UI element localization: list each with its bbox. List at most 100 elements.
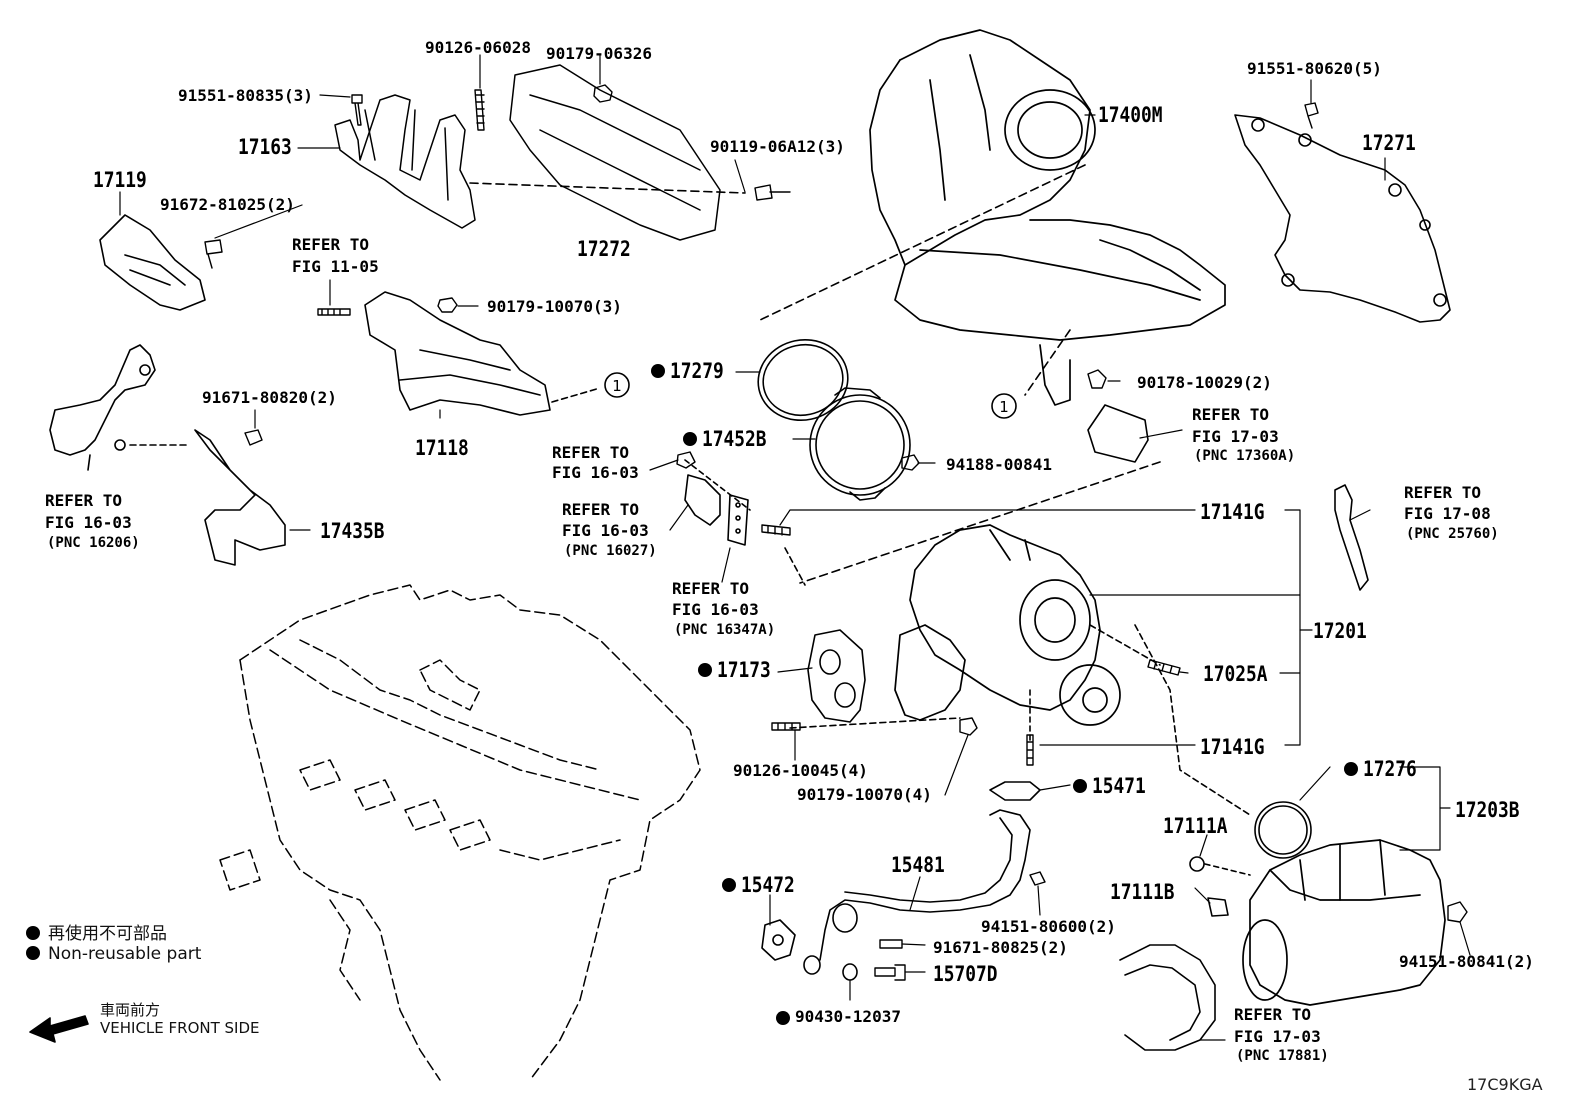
gasket-16027 (684, 474, 721, 526)
clamp-17452b (809, 387, 911, 501)
part-label-90179-10070-3: 90179-10070(3) (487, 297, 622, 316)
oil-pipe-bracket-left (49, 344, 156, 471)
refer-fig17-03b-line2: FIG 17-03 (1234, 1027, 1321, 1046)
part-label-17141g-bottom: 17141G (1200, 735, 1265, 759)
hose-25760 (1334, 484, 1369, 591)
part-label-15471: 15471 (1092, 774, 1146, 798)
legend-nonreusable-jp-text: 再使用不可部品 (48, 924, 167, 944)
nonreusable-dot-17173 (698, 663, 712, 677)
refer-fig17-08-line3: (PNC 25760) (1406, 526, 1499, 542)
nonreusable-dot-90430 (776, 1011, 790, 1025)
refer-fig16-03c-line3: (PNC 16027) (564, 543, 657, 559)
refer-fig16-03d-line1: REFER TO (672, 579, 750, 598)
refer-fig17-08-line1: REFER TO (1404, 483, 1482, 502)
engine-block-outline (219, 584, 701, 1081)
intake-hose-17881 (1119, 944, 1216, 1051)
flange-gasket-17173 (807, 629, 866, 723)
refer-fig17-03a-line2: FIG 17-03 (1192, 427, 1279, 446)
refer-fig16-03a-line1: REFER TO (552, 443, 630, 462)
oil-pipe-15481 (803, 781, 1041, 975)
ref-circle-1-b (991, 393, 1017, 419)
refer-fig16-03b-line2: FIG 16-03 (45, 513, 132, 532)
legend-nonreusable-en-text: Non-reusable part (48, 944, 202, 964)
refer-fig17-08-line2: FIG 17-08 (1404, 504, 1491, 523)
part-label-90126-06028: 90126-06028 (425, 38, 531, 57)
leader-lines (119, 54, 1471, 1041)
part-label-17272: 17272 (577, 237, 631, 261)
part-label-17111b: 17111B (1110, 880, 1175, 904)
legend-nonreusable-jp: 再使用不可部品 (26, 919, 167, 944)
nonreusable-dot-15472 (722, 878, 736, 892)
ref-circle-1-a-text: 1 (612, 377, 622, 395)
nonreusable-dot-17279 (651, 364, 665, 378)
nonreusable-dot-icon (26, 926, 40, 940)
part-label-15707d: 15707D (933, 962, 998, 986)
part-label-17271: 17271 (1362, 131, 1416, 155)
washer-90430 (842, 963, 858, 981)
bracket-17118 (364, 291, 551, 416)
part-label-17435b: 17435B (320, 519, 385, 543)
part-label-94151-80841: 94151-80841(2) (1399, 952, 1534, 971)
part-label-17141g-top: 17141G (1200, 500, 1265, 524)
bracket-17119 (99, 214, 206, 311)
part-label-91551-80835: 91551-80835(3) (178, 86, 313, 105)
part-label-90179-06326: 90179-06326 (546, 44, 652, 63)
part-label-90430-12037: 90430-12037 (795, 1007, 901, 1026)
bracket-17435b (194, 429, 286, 566)
refer-fig16-03d-line3: (PNC 16347A) (674, 622, 776, 638)
nonreusable-dot-17452b (683, 432, 697, 446)
part-label-17025a: 17025A (1203, 662, 1268, 686)
pipe-17360a (1087, 404, 1149, 463)
refer-fig17-03b-line3: (PNC 17881) (1236, 1048, 1329, 1064)
insulator-17163 (334, 94, 476, 229)
insulator-17272 (509, 64, 721, 241)
part-label-17118: 17118 (415, 436, 469, 460)
legend-front-en: VEHICLE FRONT SIDE (100, 1019, 260, 1037)
nonreusable-dot-17276 (1344, 762, 1358, 776)
legend-nonreusable-en: Non-reusable part (26, 944, 201, 964)
ref-circle-1-b-text: 1 (999, 398, 1009, 416)
refer-fig16-03d-line2: FIG 16-03 (672, 600, 759, 619)
part-label-17201: 17201 (1313, 619, 1367, 643)
part-label-15481: 15481 (891, 853, 945, 877)
part-label-17400m: 17400M (1098, 103, 1163, 127)
drawing-code: 17C9KGA (1467, 1075, 1543, 1094)
part-label-94188-00841: 94188-00841 (946, 455, 1052, 474)
air-tank-17203b (1242, 839, 1446, 1006)
heat-insulator-17271 (1234, 114, 1451, 323)
refer-fig17-03a-line1: REFER TO (1192, 405, 1270, 424)
part-label-94151-80600: 94151-80600(2) (981, 917, 1116, 936)
fasteners (204, 84, 1468, 981)
gasket-15472 (761, 919, 796, 961)
refer-fig16-03a-line2: FIG 16-03 (552, 463, 639, 482)
part-label-90178-10029: 90178-10029(2) (1137, 373, 1272, 392)
turbocharger-17201 (894, 524, 1121, 726)
part-label-17452b: 17452B (702, 427, 767, 451)
refer-fig16-03c-line1: REFER TO (562, 500, 640, 519)
legend-front-jp: 車両前方 (100, 1001, 161, 1019)
part-label-17163: 17163 (238, 135, 292, 159)
part-label-17203b: 17203B (1455, 798, 1520, 822)
part-label-90119-06a12: 90119-06A12(3) (710, 137, 845, 156)
plug-17111a (1189, 856, 1205, 872)
part-label-17119: 17119 (93, 168, 147, 192)
part-label-90126-10045: 90126-10045(4) (733, 761, 868, 780)
ring-17276 (1254, 801, 1312, 859)
refer-fig17-03b-line1: REFER TO (1234, 1005, 1312, 1024)
gasket-16347a (727, 494, 749, 546)
refer-fig11-05-line2: FIG 11-05 (292, 257, 379, 276)
exhaust-manifold-17400m (869, 29, 1226, 406)
part-label-91672-81025: 91672-81025(2) (160, 195, 295, 214)
refer-fig16-03b-line3: (PNC 16206) (47, 535, 140, 551)
ref-circle-1-a (604, 372, 630, 398)
part-label-91671-80820: 91671-80820(2) (202, 388, 337, 407)
nonreusable-dot-15471 (1073, 779, 1087, 793)
part-label-17279: 17279 (670, 359, 724, 383)
refer-fig16-03b-line1: REFER TO (45, 491, 123, 510)
part-label-91671-80825: 91671-80825(2) (933, 938, 1068, 957)
plug-17111b (1207, 897, 1229, 917)
gasket-ring-17279 (757, 338, 849, 422)
refer-fig11-05-line1: REFER TO (292, 235, 370, 254)
